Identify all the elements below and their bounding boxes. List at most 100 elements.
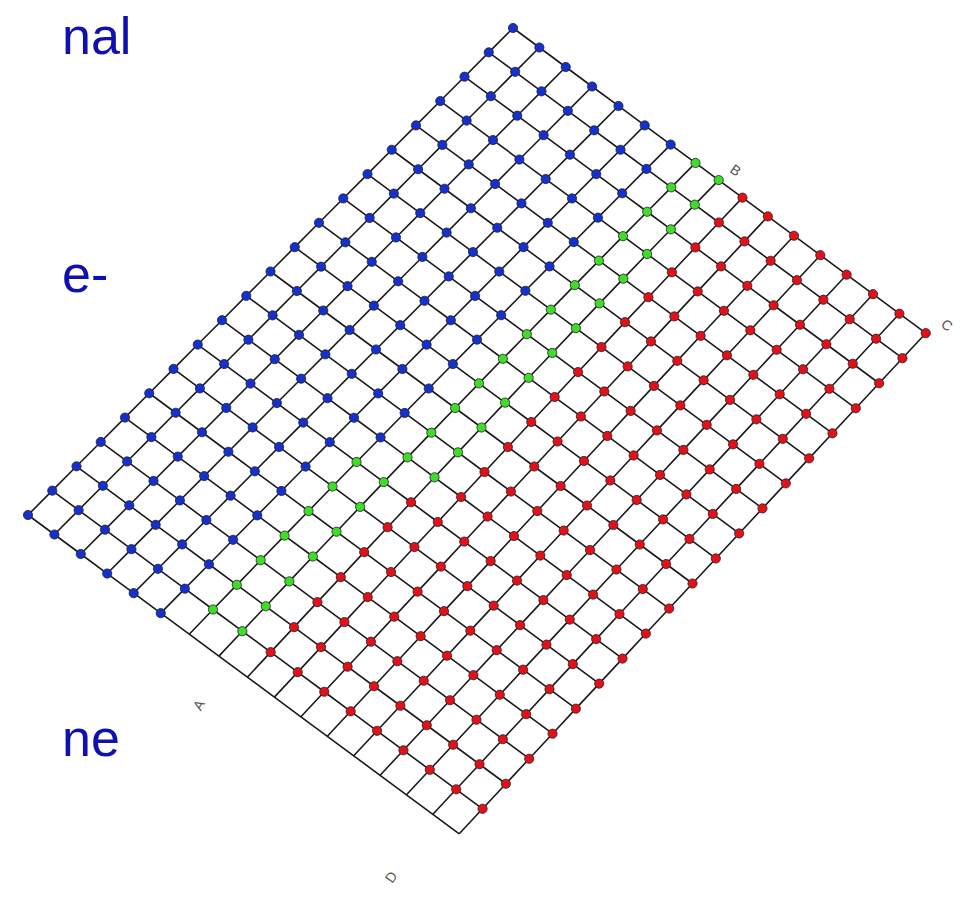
atom-dot [386, 567, 395, 576]
atom-dot [321, 350, 330, 359]
atom-dot [545, 262, 554, 271]
atom-dot [398, 364, 407, 373]
atom-dot [766, 256, 775, 265]
atom-dot [798, 365, 807, 374]
atom-dot [828, 429, 837, 438]
lattice-line [319, 223, 739, 534]
atom-dot [565, 150, 574, 159]
atom-dot [410, 542, 419, 551]
atom-dot [466, 626, 475, 635]
corner-letter: B [728, 162, 744, 179]
atom-dot [463, 582, 472, 591]
atom-dot [253, 511, 262, 520]
atom-dot [615, 609, 624, 618]
atom-dot [202, 515, 211, 524]
corner-letter: C [939, 316, 955, 333]
atom-dot [453, 448, 462, 457]
atom-dot [242, 291, 251, 300]
atom-dot [376, 433, 385, 442]
slide-text-holder: e- [62, 248, 108, 300]
atom-dot [868, 290, 877, 299]
atom-dot [156, 609, 165, 618]
lattice-line [189, 145, 670, 635]
lattice-line [77, 466, 506, 783]
atom-dot [685, 534, 694, 543]
atom-dot [484, 48, 493, 57]
atom-dot [769, 301, 778, 310]
atom-dot [488, 135, 497, 144]
atom-dot [743, 281, 752, 290]
atom-dot [419, 676, 428, 685]
lattice-line [219, 163, 696, 656]
atom-dot [228, 535, 237, 544]
atom-dot [491, 179, 500, 188]
atom-dot [266, 648, 275, 657]
atom-dot [280, 531, 289, 540]
atom-dot [438, 140, 447, 149]
atom-dot [498, 354, 507, 363]
atom-dot [705, 465, 714, 474]
atom-dot [539, 131, 548, 140]
atom-dot [740, 237, 749, 246]
atom-dot [314, 218, 323, 227]
atom-dot [427, 428, 436, 437]
slide-text-holder: ne [62, 712, 120, 764]
atom-dot [682, 490, 691, 499]
atom-dot [576, 412, 585, 421]
atom-dot [525, 754, 534, 763]
atom-dot [316, 643, 325, 652]
atom-dot [96, 437, 105, 446]
atom-dot [503, 442, 512, 451]
atom-dot [246, 379, 255, 388]
atom-dot [393, 657, 402, 666]
atom-dots [23, 23, 930, 813]
atom-dot [220, 359, 229, 368]
atom-dot [644, 293, 653, 302]
atom-dot [389, 189, 398, 198]
atom-dot [618, 232, 627, 241]
atom-dot [642, 164, 651, 173]
atom-dot [569, 237, 578, 246]
atom-dot [178, 540, 187, 549]
atom-dot [222, 403, 231, 412]
atom-dot [346, 707, 355, 716]
atom-dot [758, 504, 767, 513]
atom-dot [173, 452, 182, 461]
atom-dot [676, 401, 685, 410]
atom-dot [620, 318, 629, 327]
lattice-line [101, 442, 529, 759]
lattice-line [247, 180, 718, 677]
atom-dot [256, 556, 265, 565]
atom-dot [666, 140, 675, 149]
atom-dot [193, 340, 202, 349]
atom-dot [129, 589, 138, 598]
atom-dot [696, 331, 705, 340]
lattice-line [513, 28, 926, 333]
atom-dot [816, 251, 825, 260]
atom-dot [536, 551, 545, 560]
atom-dot [513, 111, 522, 120]
atom-dot [390, 612, 399, 621]
lattice-line [392, 150, 809, 459]
atom-dot [472, 715, 481, 724]
atom-dot [266, 267, 275, 276]
atom-dot [418, 252, 427, 261]
atom-dot [313, 598, 322, 607]
atom-dot [559, 526, 568, 535]
atom-dot [921, 329, 930, 338]
lattice-line [54, 48, 539, 535]
atom-dot [588, 82, 597, 91]
atom-dot [571, 704, 580, 713]
atom-dot [169, 364, 178, 373]
atom-dot [519, 665, 528, 674]
atom-dot [495, 690, 504, 699]
atom-dot [457, 492, 466, 501]
atom-dot [842, 270, 851, 279]
atom-dot [545, 685, 554, 694]
atom-dot [290, 243, 299, 252]
atom-dot [149, 476, 158, 485]
atom-dot [127, 545, 136, 554]
atom-dot [500, 398, 509, 407]
atom-dot [396, 321, 405, 330]
atom-dot [667, 183, 676, 192]
